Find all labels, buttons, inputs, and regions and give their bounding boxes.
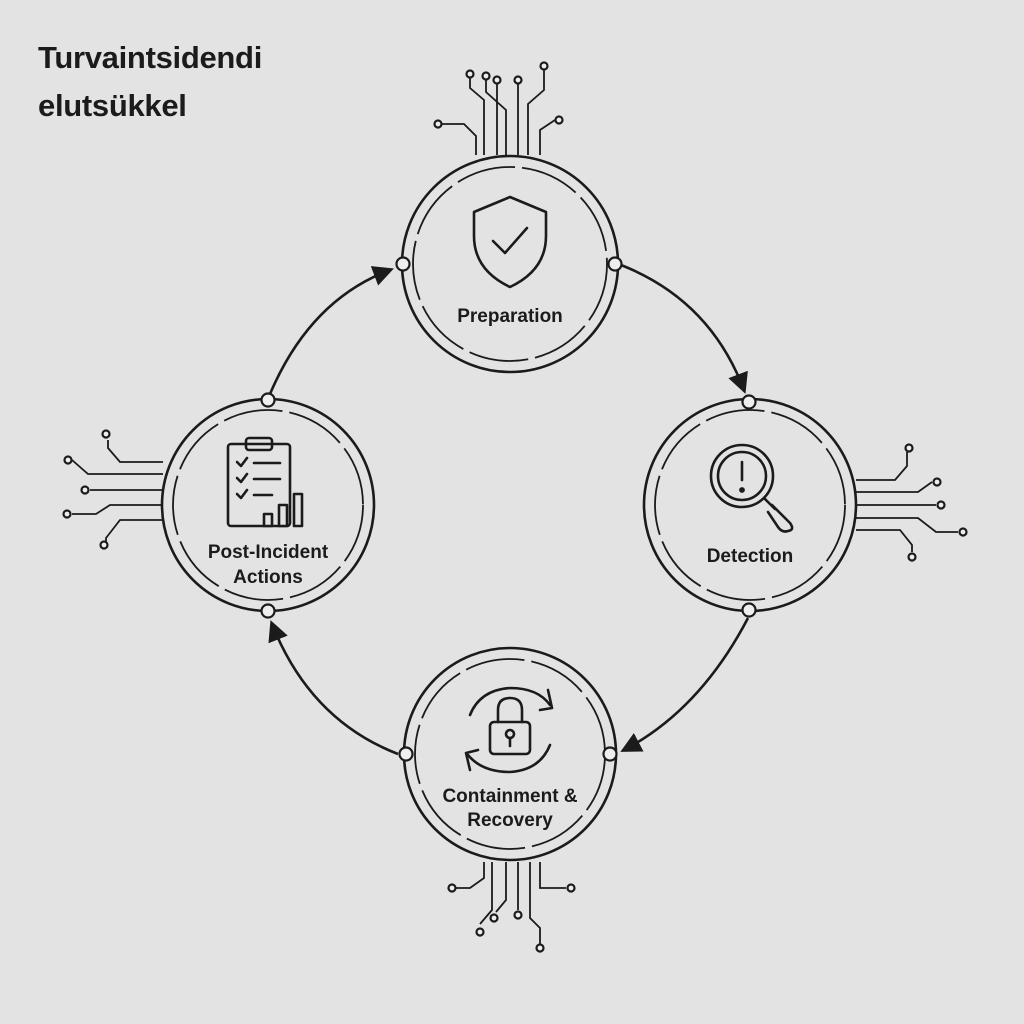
stage-detection: Detection (642, 394, 858, 618)
stage-label-postincident-line2: Actions (233, 567, 303, 588)
circuit-traces-top (433, 61, 564, 155)
stage-label-detection: Detection (707, 546, 794, 567)
svg-text:Containment &: Containment & (442, 786, 577, 807)
clipboard-chart-icon (226, 436, 304, 528)
stage-preparation: Preparation (395, 154, 623, 374)
arrow-preparation-to-detection (620, 263, 748, 394)
stage-label-preparation: Preparation (457, 306, 563, 327)
stage-label-containment-line2: Recovery (467, 810, 553, 831)
svg-text:Recovery: Recovery (467, 810, 553, 831)
svg-text:Actions: Actions (233, 567, 303, 588)
stage-label-containment-line1: Containment & (442, 786, 577, 807)
circuit-traces-left (62, 429, 163, 550)
arrow-containment-to-postincident (268, 620, 399, 756)
circuit-traces-bottom (447, 862, 576, 953)
shield-check-icon (472, 195, 548, 289)
title-line-1: Turvaintsidendi (38, 40, 263, 75)
svg-text:Preparation: Preparation (457, 306, 563, 327)
arrow-detection-to-containment (620, 617, 750, 752)
page-title: Turvaintsidendi elutsükkel (38, 34, 262, 130)
title-line-2: elutsükkel (38, 88, 187, 123)
magnifier-alert-icon (709, 443, 794, 533)
stage-label-postincident-line1: Post-Incident (208, 542, 329, 563)
stage-containment-recovery: Containment & Recovery (398, 646, 618, 862)
arrow-postincident-to-preparation (268, 266, 394, 395)
circuit-traces-right (856, 443, 968, 562)
svg-text:Detection: Detection (707, 546, 794, 567)
svg-text:Post-Incident: Post-Incident (208, 542, 329, 563)
padlock-cycle-icon (464, 686, 554, 774)
stage-post-incident-actions: Post-Incident Actions (160, 392, 376, 619)
